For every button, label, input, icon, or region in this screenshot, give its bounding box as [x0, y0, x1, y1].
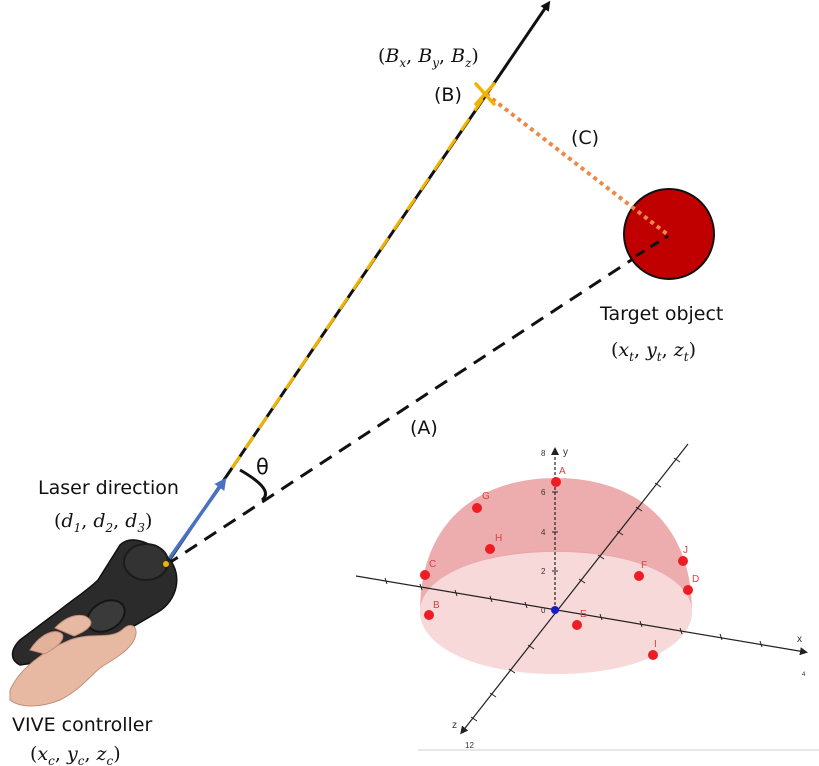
- inset-hemisphere-plot: 8 6 4 2 0 y x z 12 4: [355, 443, 819, 751]
- z-tick-label: 12: [465, 741, 474, 750]
- angle-theta-label: θ: [256, 455, 269, 479]
- svg-text:2: 2: [541, 567, 546, 576]
- laser-direction-title: Laser direction: [38, 477, 179, 499]
- segment-a-inside-target: [635, 234, 669, 258]
- point-label-b: B: [433, 600, 440, 611]
- vive-controller-coords-label: (xc, yc, zc): [30, 743, 121, 766]
- segment-a-line: [165, 234, 669, 567]
- target-coords-label: (xt, yt, zt): [611, 339, 696, 364]
- x-axis: [355, 575, 808, 656]
- segment-a-label: (A): [410, 417, 438, 439]
- point-b-marker: [474, 82, 496, 106]
- target-object-title: Target object: [599, 303, 723, 325]
- point-label-c: C: [429, 559, 436, 570]
- point-b-label: (B): [434, 84, 462, 106]
- point-label-a: A: [559, 466, 566, 477]
- svg-text:(xc, yc, zc): (xc, yc, zc): [30, 743, 121, 766]
- vive-controller-image: [9, 539, 178, 707]
- z-axis: [460, 443, 689, 735]
- svg-text:8: 8: [541, 449, 546, 458]
- point-label-f: F: [641, 560, 647, 571]
- svg-text:6: 6: [541, 488, 546, 497]
- svg-text:4: 4: [541, 528, 546, 537]
- origin-marker: [551, 606, 559, 614]
- z-axis-label: z: [452, 720, 457, 731]
- y-tick-labels: 8 6 4 2 0: [541, 449, 546, 615]
- x-tick-label: 4: [802, 672, 806, 678]
- x-axis-label: x: [797, 634, 802, 645]
- point-label-d: D: [692, 574, 699, 585]
- y-axis-label: y: [563, 447, 568, 458]
- svg-text:(Bx, By, Bz): (Bx, By, Bz): [378, 45, 479, 70]
- segment-c-line: [484, 92, 669, 236]
- laser-direction-arrow: [164, 477, 227, 565]
- point-label-g: G: [482, 491, 490, 502]
- laser-ray-to-b-highlight: [230, 93, 488, 469]
- svg-text:(d1, d2, d3): (d1, d2, d3): [54, 510, 152, 535]
- point-label-h: H: [495, 533, 502, 544]
- angle-arc: [239, 468, 267, 502]
- svg-text:0: 0: [541, 606, 546, 615]
- point-label-e: E: [580, 609, 587, 620]
- svg-text:(xt, yt, zt): (xt, yt, zt): [611, 339, 696, 364]
- point-b-coords-label: (Bx, By, Bz): [378, 45, 479, 70]
- target-object: [623, 188, 715, 280]
- segment-c-label: (C): [571, 127, 599, 149]
- point-label-i: I: [654, 639, 657, 650]
- point-label-j: J: [683, 545, 688, 556]
- vive-controller-title: VIVE controller: [12, 714, 152, 736]
- laser-direction-coords-label: (d1, d2, d3): [54, 510, 152, 535]
- inset-points: A G H C B E F J D I: [420, 466, 699, 660]
- hemisphere-dome: [420, 478, 692, 612]
